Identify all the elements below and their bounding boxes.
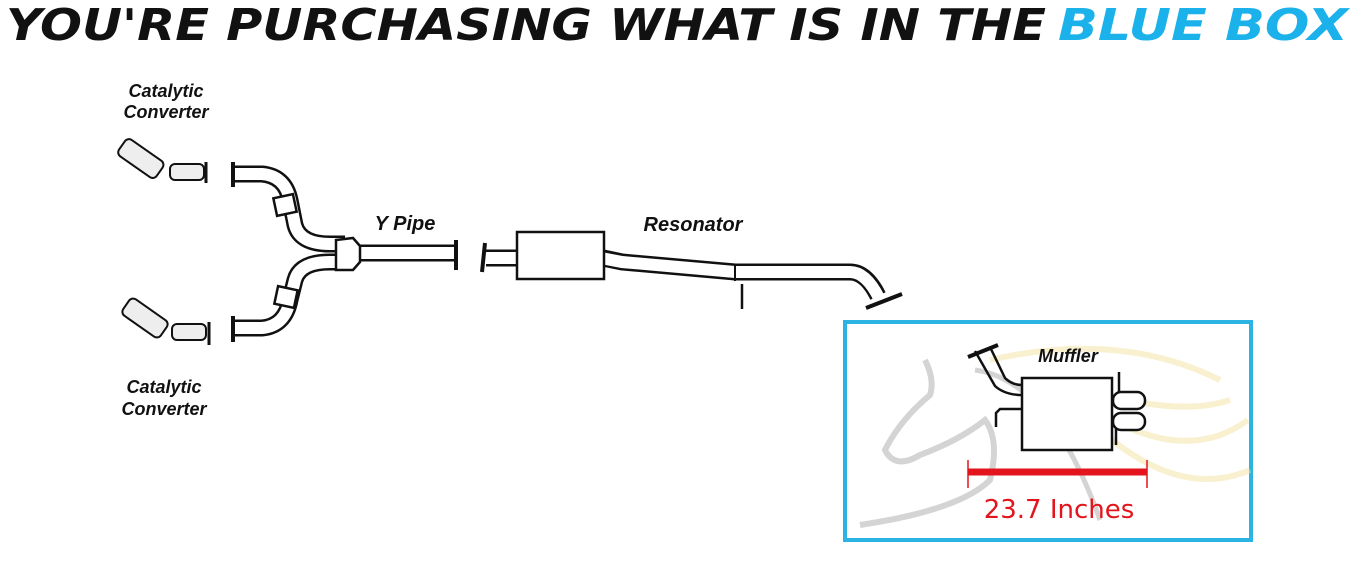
- cat-top-label-1: Catalytic: [128, 81, 203, 101]
- resonator-pipe: [480, 230, 903, 310]
- muffler-label: Muffler: [1038, 346, 1099, 366]
- dimension-label: 23.7 Inches: [984, 495, 1135, 525]
- muffler: [967, 343, 1147, 452]
- y-pipe: [231, 162, 458, 342]
- catalytic-converter-bottom: [121, 297, 211, 345]
- title-main: YOU'RE PURCHASING WHAT IS IN THE: [6, 0, 1046, 51]
- title-highlight: BLUE BOX: [1058, 0, 1350, 51]
- cat-top-label-2: Converter: [123, 102, 209, 122]
- resonator-label: Resonator: [644, 214, 744, 236]
- y-pipe-label: Y Pipe: [375, 213, 436, 235]
- cat-bottom-label-1: Catalytic: [126, 377, 201, 397]
- catalytic-converter-top: [117, 138, 208, 183]
- blue-box: [843, 320, 1253, 542]
- dimension-line: [967, 460, 1148, 488]
- cat-bottom-label-2: Converter: [121, 399, 207, 419]
